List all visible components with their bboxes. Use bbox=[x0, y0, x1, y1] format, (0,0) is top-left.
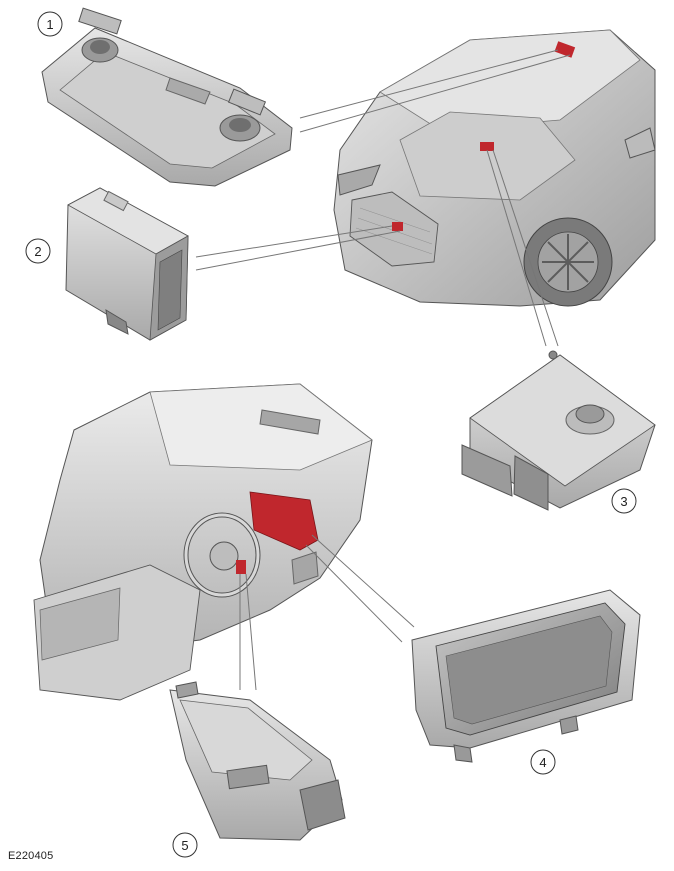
callout-2: 2 bbox=[25, 238, 51, 264]
highlight-instrument-cluster bbox=[249, 491, 319, 551]
callout-4-label: 4 bbox=[539, 755, 546, 770]
callout-5-label: 5 bbox=[181, 838, 188, 853]
callout-5: 5 bbox=[172, 832, 198, 858]
callout-4: 4 bbox=[530, 749, 556, 775]
callout-1-label: 1 bbox=[46, 17, 53, 32]
callout-2-label: 2 bbox=[34, 244, 41, 259]
part-3-electronic-control-unit bbox=[461, 350, 656, 511]
part-4-instrument-cluster bbox=[411, 589, 641, 763]
part-2-control-module bbox=[65, 187, 189, 341]
highlight-cowl-module bbox=[480, 142, 494, 151]
part-1-camera-module bbox=[41, 7, 293, 187]
vehicle-front-view bbox=[333, 29, 656, 307]
callout-3: 3 bbox=[611, 488, 637, 514]
callout-1: 1 bbox=[37, 11, 63, 37]
highlight-steering-switch bbox=[236, 560, 246, 574]
highlight-grille-sensor bbox=[392, 222, 403, 231]
leader-lines bbox=[195, 49, 571, 691]
part-5-switch-pack bbox=[169, 681, 346, 841]
interior-dashboard-view bbox=[33, 383, 373, 701]
callout-3-label: 3 bbox=[620, 494, 627, 509]
figure-reference: E220405 bbox=[8, 850, 54, 862]
highlight-windshield-camera bbox=[554, 41, 576, 58]
